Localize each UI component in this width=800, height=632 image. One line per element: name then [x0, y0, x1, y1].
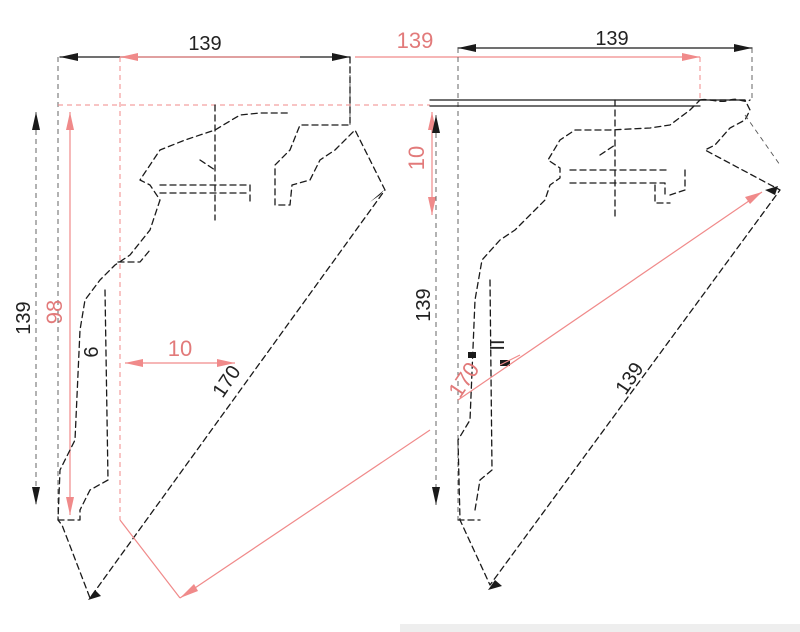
right-total-height-dimension: 139 — [413, 115, 440, 505]
right-flange-height-dimension: 10 — [404, 112, 436, 215]
left-profile-outline — [57, 56, 386, 599]
right-back-diagonal-dimension: 139 — [612, 114, 781, 399]
left-wall-thickness-label: 10 — [168, 336, 192, 361]
left-profile: 139 139 98 10 6 — [13, 33, 431, 600]
right-profile: 139 139 10 139 — [355, 28, 781, 590]
left-top-width-dimension: 139 — [59, 33, 351, 61]
right-diagonal-label: 170 — [443, 358, 484, 402]
right-marker-left — [468, 352, 476, 358]
left-inner-height-label: 98 — [42, 300, 67, 324]
left-diagonal-label: 170 — [209, 362, 246, 402]
right-flange-height-label: 10 — [404, 146, 429, 170]
footer-bar — [400, 624, 800, 632]
right-top-width-dimension: 139 — [457, 28, 753, 52]
right-overall-width-dimension: 139 — [355, 28, 700, 61]
right-total-height-label: 139 — [413, 288, 435, 321]
left-top-width-label: 139 — [188, 33, 221, 55]
left-lip-label: 6 — [81, 346, 103, 357]
left-total-height-dimension: 139 — [13, 112, 40, 505]
right-profile-outline — [457, 99, 781, 586]
left-inner-height-dimension: 98 — [42, 112, 74, 515]
right-top-width-label: 139 — [595, 28, 628, 50]
right-overall-width-label: 139 — [397, 28, 434, 53]
svg-text:II: II — [487, 339, 509, 350]
left-total-height-label: 139 — [13, 301, 35, 334]
left-wall-thickness-dimension: 10 6 — [81, 336, 235, 367]
right-back-diagonal-label: 139 — [612, 359, 649, 399]
left-diagonal-dimension: 170 — [119, 362, 431, 599]
